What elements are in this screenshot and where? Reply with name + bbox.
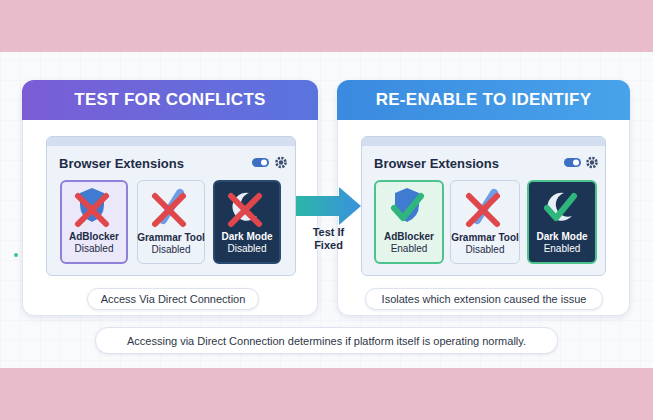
- extension-tile: AdBlockerEnabled: [374, 180, 444, 264]
- arrow-shaft: [296, 196, 339, 216]
- tile-icons: [78, 188, 574, 224]
- check-mark: [394, 196, 421, 218]
- extension-name: Grammar Tool: [451, 232, 519, 244]
- toggle-symbol: [252, 158, 269, 167]
- extension-status: Disabled: [228, 243, 267, 255]
- shield-symbol: [80, 188, 104, 222]
- cross-mark: [78, 196, 106, 224]
- extension-status: Enabled: [391, 243, 428, 255]
- moon-symbol: [232, 193, 257, 221]
- extension-name: Grammar Tool: [137, 232, 205, 244]
- extension-tile: Dark ModeEnabled: [527, 180, 597, 264]
- extension-name: AdBlocker: [69, 231, 119, 243]
- extension-status: Disabled: [466, 244, 505, 256]
- browser-window: Browser ExtensionsAdBlockerEnabledGramma…: [361, 136, 606, 276]
- extension-tile: AdBlockerDisabled: [60, 180, 128, 264]
- toggle-knob: [261, 160, 267, 166]
- extension-name: Dark Mode: [221, 231, 272, 243]
- note-text: Access Via Direct Connection: [101, 293, 246, 305]
- deco-dot: [14, 253, 18, 257]
- extension-status: Disabled: [75, 243, 114, 255]
- extension-status: Disabled: [152, 244, 191, 256]
- gear-hub: [590, 160, 594, 164]
- pink-band: [0, 0, 653, 52]
- extension-status: Enabled: [544, 243, 581, 255]
- note-text: Isolates which extension caused the issu…: [382, 293, 587, 305]
- gear-hub: [279, 160, 283, 164]
- panel-card: RE-ENABLE TO IDENTIFY Browser ExtensionsA…: [337, 80, 630, 316]
- extension-name: Dark Mode: [536, 231, 587, 243]
- cross-mark: [469, 196, 497, 224]
- pink-band: [0, 368, 653, 420]
- panel-card: TEST FOR CONFLICTS Browser ExtensionsAdBl…: [22, 80, 318, 316]
- extension-tile: Dark ModeDisabled: [213, 180, 281, 264]
- toggle-knob: [573, 160, 579, 166]
- grid-backdrop: [0, 52, 653, 368]
- check-mark: [547, 196, 574, 218]
- moon-symbol: [547, 193, 572, 221]
- gear-symbol: [588, 158, 597, 167]
- extension-tile: Grammar ToolDisabled: [137, 180, 205, 264]
- cross-mark: [155, 196, 183, 224]
- toggle-symbol: [564, 158, 581, 167]
- cross-mark: [231, 196, 259, 224]
- window-title: Browser Extensions: [59, 156, 184, 171]
- browser-window: Browser ExtensionsAdBlockerDisabledGramm…: [46, 136, 296, 276]
- gear-symbol: [277, 158, 286, 167]
- note-pill: Access Via Direct Connection: [87, 288, 259, 310]
- pen-symbol: [477, 193, 494, 220]
- caption-text: Accessing via Direct Connection determin…: [127, 335, 526, 347]
- extension-tile: Grammar ToolDisabled: [450, 180, 520, 264]
- note-pill: Isolates which extension caused the issu…: [365, 288, 603, 310]
- pen-symbol: [163, 193, 180, 220]
- shield-symbol: [395, 188, 419, 222]
- window-controls: [252, 158, 597, 167]
- window-title: Browser Extensions: [374, 156, 499, 171]
- panel-heading: TEST FOR CONFLICTS: [22, 80, 318, 120]
- flow-arrow: [296, 187, 361, 225]
- arrow-head: [339, 187, 361, 225]
- panel-heading: RE-ENABLE TO IDENTIFY: [337, 80, 630, 120]
- extension-name: AdBlocker: [384, 231, 434, 243]
- caption-box: Accessing via Direct Connection determin…: [95, 327, 558, 354]
